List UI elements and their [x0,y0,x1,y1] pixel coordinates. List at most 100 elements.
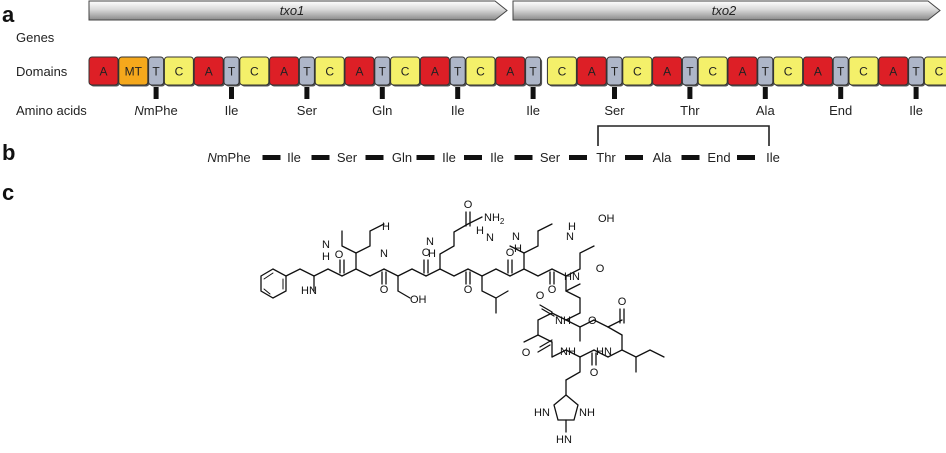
amino-acid-label: Ile [451,103,465,118]
row-label-genes: Genes [16,30,55,45]
domain-label: C [476,65,485,79]
sequence-residue: Ser [337,150,358,165]
domain-label: C [175,65,184,79]
domain-t-26: T [757,56,775,87]
atom-o-ester-carbonyl: O [618,296,627,308]
atom-hn-his: NH [560,346,576,358]
atom-o-ser2: O [596,263,605,275]
atom-o-his: O [590,367,599,379]
domain-t-32: T [908,56,926,87]
amino-acid-label: Ile [526,103,540,118]
module-tick [229,87,234,99]
domain-c-6: C [239,56,271,87]
domain-c-3: C [163,56,195,87]
domain-label: A [205,65,213,79]
atom-h-ile3: H [514,243,522,255]
atom-n-gln: N [426,236,434,248]
domain-t-17: T [525,56,543,87]
peptide-bond-dash [625,155,643,160]
atom-nh2-gln: NH2 [484,212,505,226]
domain-t-20: T [606,56,624,87]
domain-mt-1: MT [118,56,150,87]
module-tick [153,87,159,99]
atom-n-ile2: N [486,232,494,244]
domain-label: T [686,65,694,79]
peptide-bond-dash [681,155,700,160]
atom-n-ser1: N [380,248,388,260]
sequence-residue: Gln [392,150,412,165]
domain-label: A [663,65,671,79]
sequence-residue: Ile [490,150,504,165]
domain-c-33: C [923,56,946,87]
domain-label: T [379,65,387,79]
peptide-bond-dash [416,155,435,160]
panel-letter-b: b [2,140,15,165]
sequence-residue: NmPhe [207,150,250,165]
domain-c-30: C [848,56,880,87]
domain-label: C [401,65,410,79]
module-tick [762,87,768,99]
amino-acid-label: End [829,103,852,118]
domain-label: A [506,65,514,79]
atom-hn-imine: HN [556,434,572,446]
peptide-bond-dash [464,155,482,160]
domain-a-19: A [576,56,608,87]
atom-nh-methyl: HN [301,285,317,297]
amino-acid-label: Thr [680,103,700,118]
domain-t-14: T [449,56,467,87]
domain-c-24: C [697,56,729,87]
atom-h-gln: H [428,248,436,260]
module-tick [913,87,919,99]
domain-t-2: T [148,56,166,87]
module-tick [455,87,461,99]
sequence-residue: End [707,150,730,165]
domain-label: A [588,65,596,79]
domain-label: T [303,65,311,79]
atom-o-ile2: O [506,247,515,259]
atom-nh-thr: HN [564,271,580,283]
module-tick [379,87,385,99]
benzene-ring [260,268,287,299]
domain-label: A [355,65,363,79]
domain-t-5: T [223,56,241,87]
domain-c-18: C [546,56,578,87]
domain-a-22: A [652,56,684,87]
domain-a-10: A [344,56,376,87]
atom-n-ile3: N [512,231,520,243]
domain-label: A [431,65,439,79]
domain-a-4: A [193,56,225,87]
amino-acid-label: Ser [297,103,318,118]
domain-label: A [738,65,746,79]
domain-label: C [859,65,868,79]
domain-label: T [529,65,537,79]
peptide-bond-dash [514,155,533,160]
atom-o-ester: O [588,315,597,327]
domain-label: C [250,65,259,79]
domain-a-13: A [419,56,451,87]
gene-label-txo2: txo2 [712,3,737,18]
domain-label: MT [125,65,143,79]
domain-c-15: C [465,56,497,87]
sequence-residue: Ala [653,150,673,165]
domain-t-23: T [681,56,699,87]
module-tick [304,87,310,99]
atom-hn-ring-left: HN [534,407,550,419]
atom-nh-ring-right: NH [579,407,595,419]
domain-label: A [889,65,897,79]
gene-arrow-txo1: txo1 [88,0,508,21]
peptide-bond-dash [737,155,755,160]
panel-letter-c: c [2,180,14,205]
domain-label: A [280,65,288,79]
gene-label-txo1: txo1 [280,3,305,18]
domain-c-27: C [773,56,805,87]
peptide-bond-dash [365,155,384,160]
atom-o-ala: O [522,347,531,359]
atom-o-ile3: O [548,284,557,296]
peptide-bond-dash [262,155,281,160]
domain-a-31: A [878,56,910,87]
atom-o-ile1: O [380,284,389,296]
